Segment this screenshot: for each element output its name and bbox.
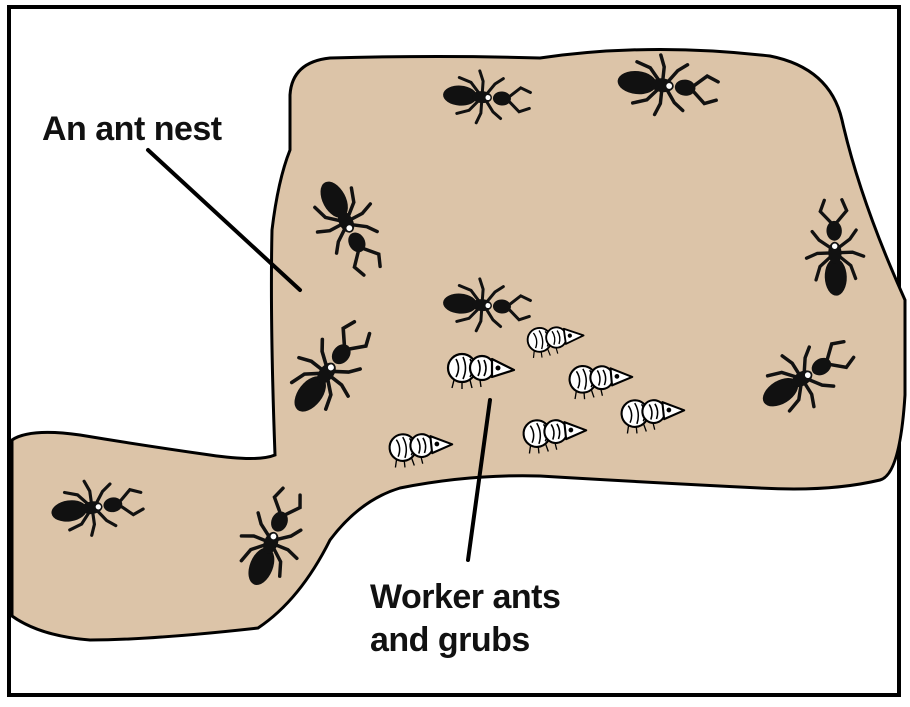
workers-label-line1: Worker ants [370,576,560,619]
workers-label-line2: and grubs [370,619,560,662]
workers-label: Worker ants and grubs [370,576,560,661]
nest-label: An ant nest [42,108,222,151]
